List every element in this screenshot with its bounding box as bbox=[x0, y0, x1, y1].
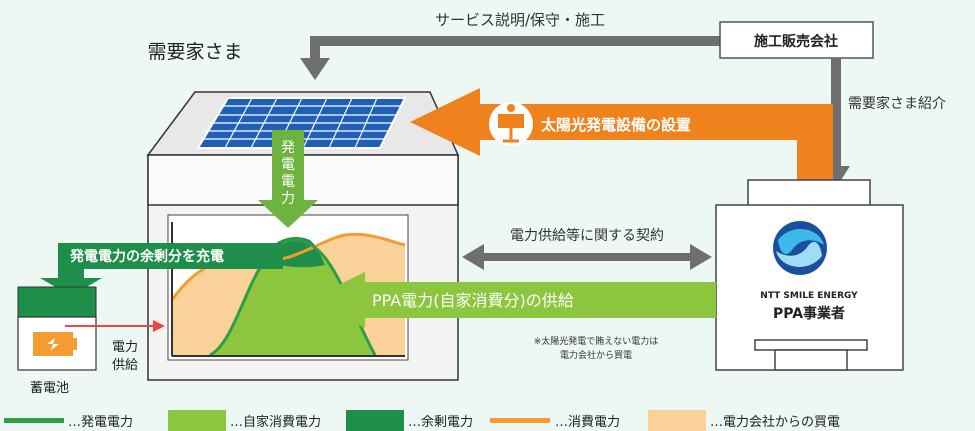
legend: …発電電力 …自家消費電力 …余剰電力 …消費電力 …電力会社からの買電 bbox=[4, 410, 840, 431]
referral-label: 需要家さま紹介 bbox=[848, 95, 946, 112]
legend-swatch-surplus bbox=[346, 410, 404, 431]
legend-label-consumption: …消費電力 bbox=[555, 415, 620, 430]
customer-title: 需要家さま bbox=[147, 41, 242, 63]
installer-label: 施工販売会社 bbox=[754, 33, 838, 50]
ppa-supply-arrow bbox=[308, 272, 716, 328]
battery-supply-arrow bbox=[65, 320, 165, 332]
charge-surplus-arrow bbox=[40, 243, 283, 296]
note-line-2: 電力会社から買電 bbox=[560, 349, 632, 361]
generation-char-2: 電 bbox=[281, 157, 295, 173]
solar-panel bbox=[196, 97, 407, 149]
supply-label-1: 電力 bbox=[112, 340, 138, 355]
legend-swatch-consumption bbox=[490, 418, 550, 423]
legend-label-generation: …発電電力 bbox=[68, 415, 133, 430]
generation-char-1: 発 bbox=[281, 140, 295, 156]
legend-label-grid-purchase: …電力会社からの買電 bbox=[710, 414, 840, 430]
legend-swatch-generation bbox=[4, 418, 64, 423]
provider-brand: NTT SMILE ENERGY bbox=[760, 291, 858, 301]
legend-label-self-consumption: …自家消費電力 bbox=[230, 414, 321, 430]
contract-arrow bbox=[462, 244, 712, 270]
provider-role: PPA事業者 bbox=[773, 305, 845, 322]
generation-arrow bbox=[258, 130, 318, 228]
legend-label-surplus: …余剰電力 bbox=[408, 414, 473, 430]
generation-char-3: 電 bbox=[281, 174, 295, 190]
charge-surplus-label: 発電電力の余剰分を充電 bbox=[69, 248, 224, 265]
legend-swatch-grid-purchase bbox=[648, 410, 706, 431]
ppa-supply-label: PPA電力(自家消費分)の供給 bbox=[372, 291, 574, 310]
supply-label-2: 供給 bbox=[112, 358, 138, 373]
contract-label: 電力供給等に関する契約 bbox=[510, 227, 664, 244]
note-line-1: ※太陽光発電で賄えない電力は bbox=[534, 335, 659, 347]
installer-box bbox=[719, 21, 874, 59]
ppa-provider-building bbox=[715, 179, 904, 371]
ntt-logo-icon bbox=[773, 221, 827, 275]
generation-char-4: 力 bbox=[281, 191, 295, 207]
solar-icon bbox=[489, 102, 533, 146]
service-flow-label: サービス説明/保守・施工 bbox=[435, 11, 605, 29]
legend-swatch-self-consumption bbox=[168, 410, 226, 431]
battery-label: 蓄電池 bbox=[30, 381, 69, 396]
installation-label: 太陽光発電設備の設置 bbox=[541, 116, 691, 134]
installation-arrow bbox=[410, 88, 833, 182]
service-arrow bbox=[300, 36, 720, 80]
battery bbox=[17, 286, 97, 371]
